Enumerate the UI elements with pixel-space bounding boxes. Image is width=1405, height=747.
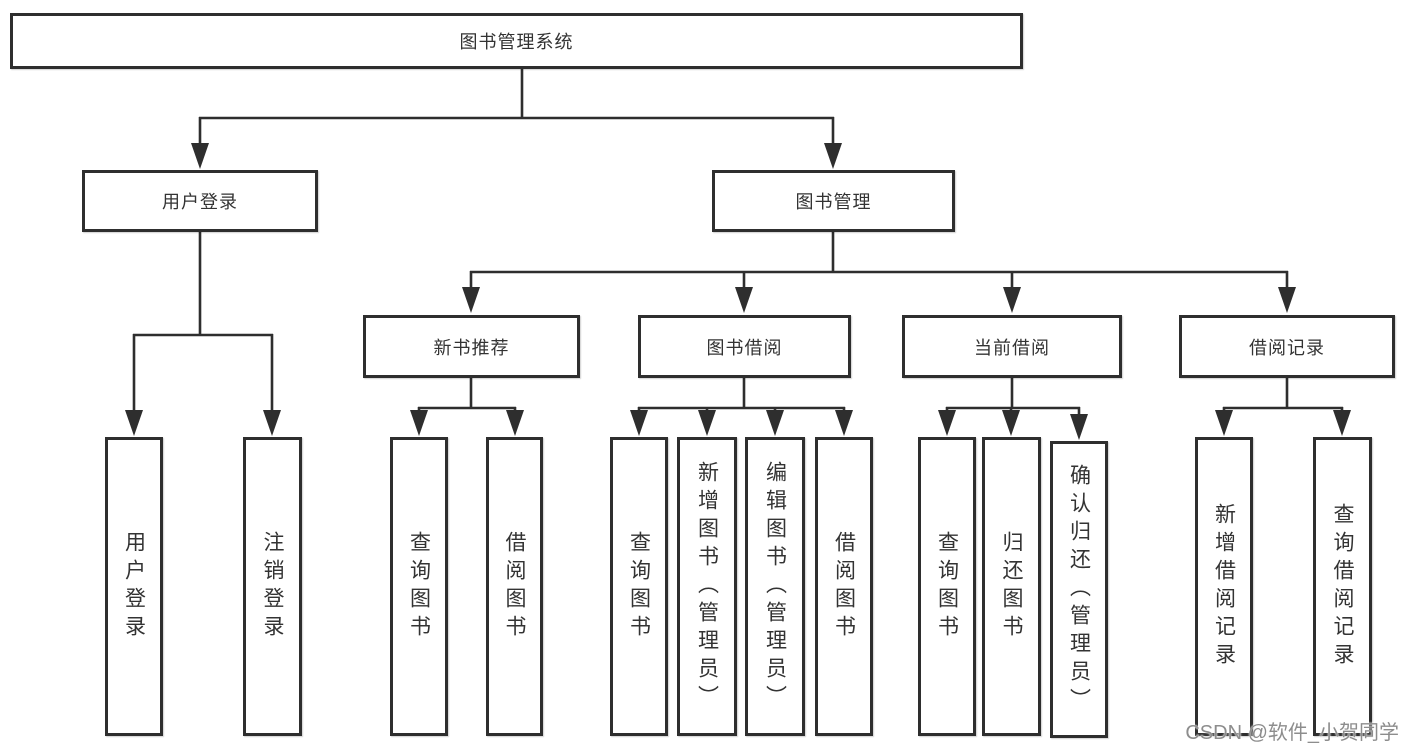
- leaf-add-books-admin: 新增图书（管理员）: [677, 437, 737, 736]
- leaf-user-login: 用户登录: [105, 437, 163, 736]
- node-label: 借阅记录: [1249, 337, 1325, 358]
- leaf-return-books: 归还图书: [982, 437, 1041, 736]
- leaf-add-borrowing-record: 新增借阅记录: [1195, 437, 1253, 736]
- node-current-borrowing: 当前借阅: [902, 315, 1122, 378]
- node-new-book-recommend: 新书推荐: [363, 315, 580, 378]
- node-book-borrowing: 图书借阅: [638, 315, 851, 378]
- node-label: 编辑图书（管理员）: [763, 460, 787, 713]
- node-label: 确认归还（管理员）: [1067, 463, 1091, 716]
- node-label: 查询图书: [627, 530, 651, 643]
- node-label: 当前借阅: [974, 337, 1050, 358]
- node-label: 新增借阅记录: [1212, 502, 1236, 671]
- node-label: 归还图书: [1000, 530, 1023, 643]
- node-label: 查询借阅记录: [1331, 502, 1354, 671]
- leaf-query-books-recommend: 查询图书: [390, 437, 448, 736]
- leaf-borrow-books: 借阅图书: [815, 437, 873, 736]
- node-label: 注销登录: [261, 530, 284, 643]
- leaf-query-books-current: 查询图书: [918, 437, 976, 736]
- node-user-login: 用户登录: [82, 170, 318, 232]
- leaf-confirm-return-admin: 确认归还（管理员）: [1050, 441, 1108, 738]
- node-label: 用户登录: [122, 530, 146, 643]
- leaf-query-books-borrowing: 查询图书: [610, 437, 668, 736]
- leaf-logout: 注销登录: [243, 437, 302, 736]
- node-label: 新增图书（管理员）: [695, 460, 719, 713]
- csdn-watermark: CSDN @软件_小贺同学: [1185, 722, 1399, 744]
- node-label: 查询图书: [935, 530, 959, 643]
- node-label: 图书借阅: [706, 337, 783, 358]
- node-label: 用户登录: [162, 192, 238, 212]
- node-root-library-management-system: 图书管理系统: [10, 13, 1023, 69]
- node-borrowing-records: 借阅记录: [1179, 315, 1395, 378]
- leaf-query-borrowing-record: 查询借阅记录: [1313, 437, 1372, 736]
- node-label: 借阅图书: [832, 530, 856, 643]
- node-book-management: 图书管理: [712, 170, 955, 232]
- leaf-edit-books-admin: 编辑图书（管理员）: [745, 437, 805, 736]
- node-label: 图书管理系统: [459, 32, 574, 52]
- node-label: 图书管理: [795, 192, 872, 212]
- node-label: 借阅图书: [503, 530, 526, 643]
- leaf-borrow-books-recommend: 借阅图书: [486, 437, 543, 736]
- arrowheads: [125, 143, 1351, 440]
- node-label: 查询图书: [407, 530, 431, 643]
- node-label: 新书推荐: [433, 337, 510, 358]
